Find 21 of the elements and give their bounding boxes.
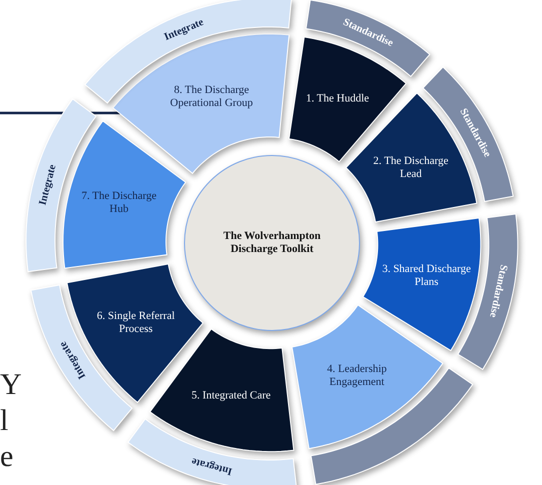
segment-label: 6. Single Referral Process — [96, 310, 176, 336]
center-title: The Wolverhampton Discharge Toolkit — [222, 230, 322, 256]
ring-segment — [292, 304, 442, 448]
ring-segment — [363, 218, 481, 350]
band-label: Integrate — [190, 454, 234, 478]
segment-label: 4. Leadership Engagement — [326, 363, 388, 390]
segment-label: 8. The Discharge Operational Group — [169, 84, 254, 110]
band-label: Integrate — [36, 163, 60, 207]
ring-band — [128, 418, 297, 485]
text-fragment: Y — [0, 368, 22, 402]
segment-label: 5. Integrated Care — [191, 389, 272, 402]
ring-band — [306, 0, 430, 77]
text-fragment: e — [0, 440, 14, 474]
center-circle — [184, 155, 360, 331]
segment-label: 7. The Discharge Hub — [80, 190, 158, 216]
segment-label: 2. The Discharge Lead — [372, 154, 450, 181]
ring-segment — [63, 120, 186, 268]
text-fragment: l — [0, 404, 8, 438]
segment-label: 3. Shared Discharge Plans — [381, 262, 472, 289]
band-label: Standardise — [486, 263, 510, 319]
segment-label: 1. The Huddle — [304, 92, 370, 106]
